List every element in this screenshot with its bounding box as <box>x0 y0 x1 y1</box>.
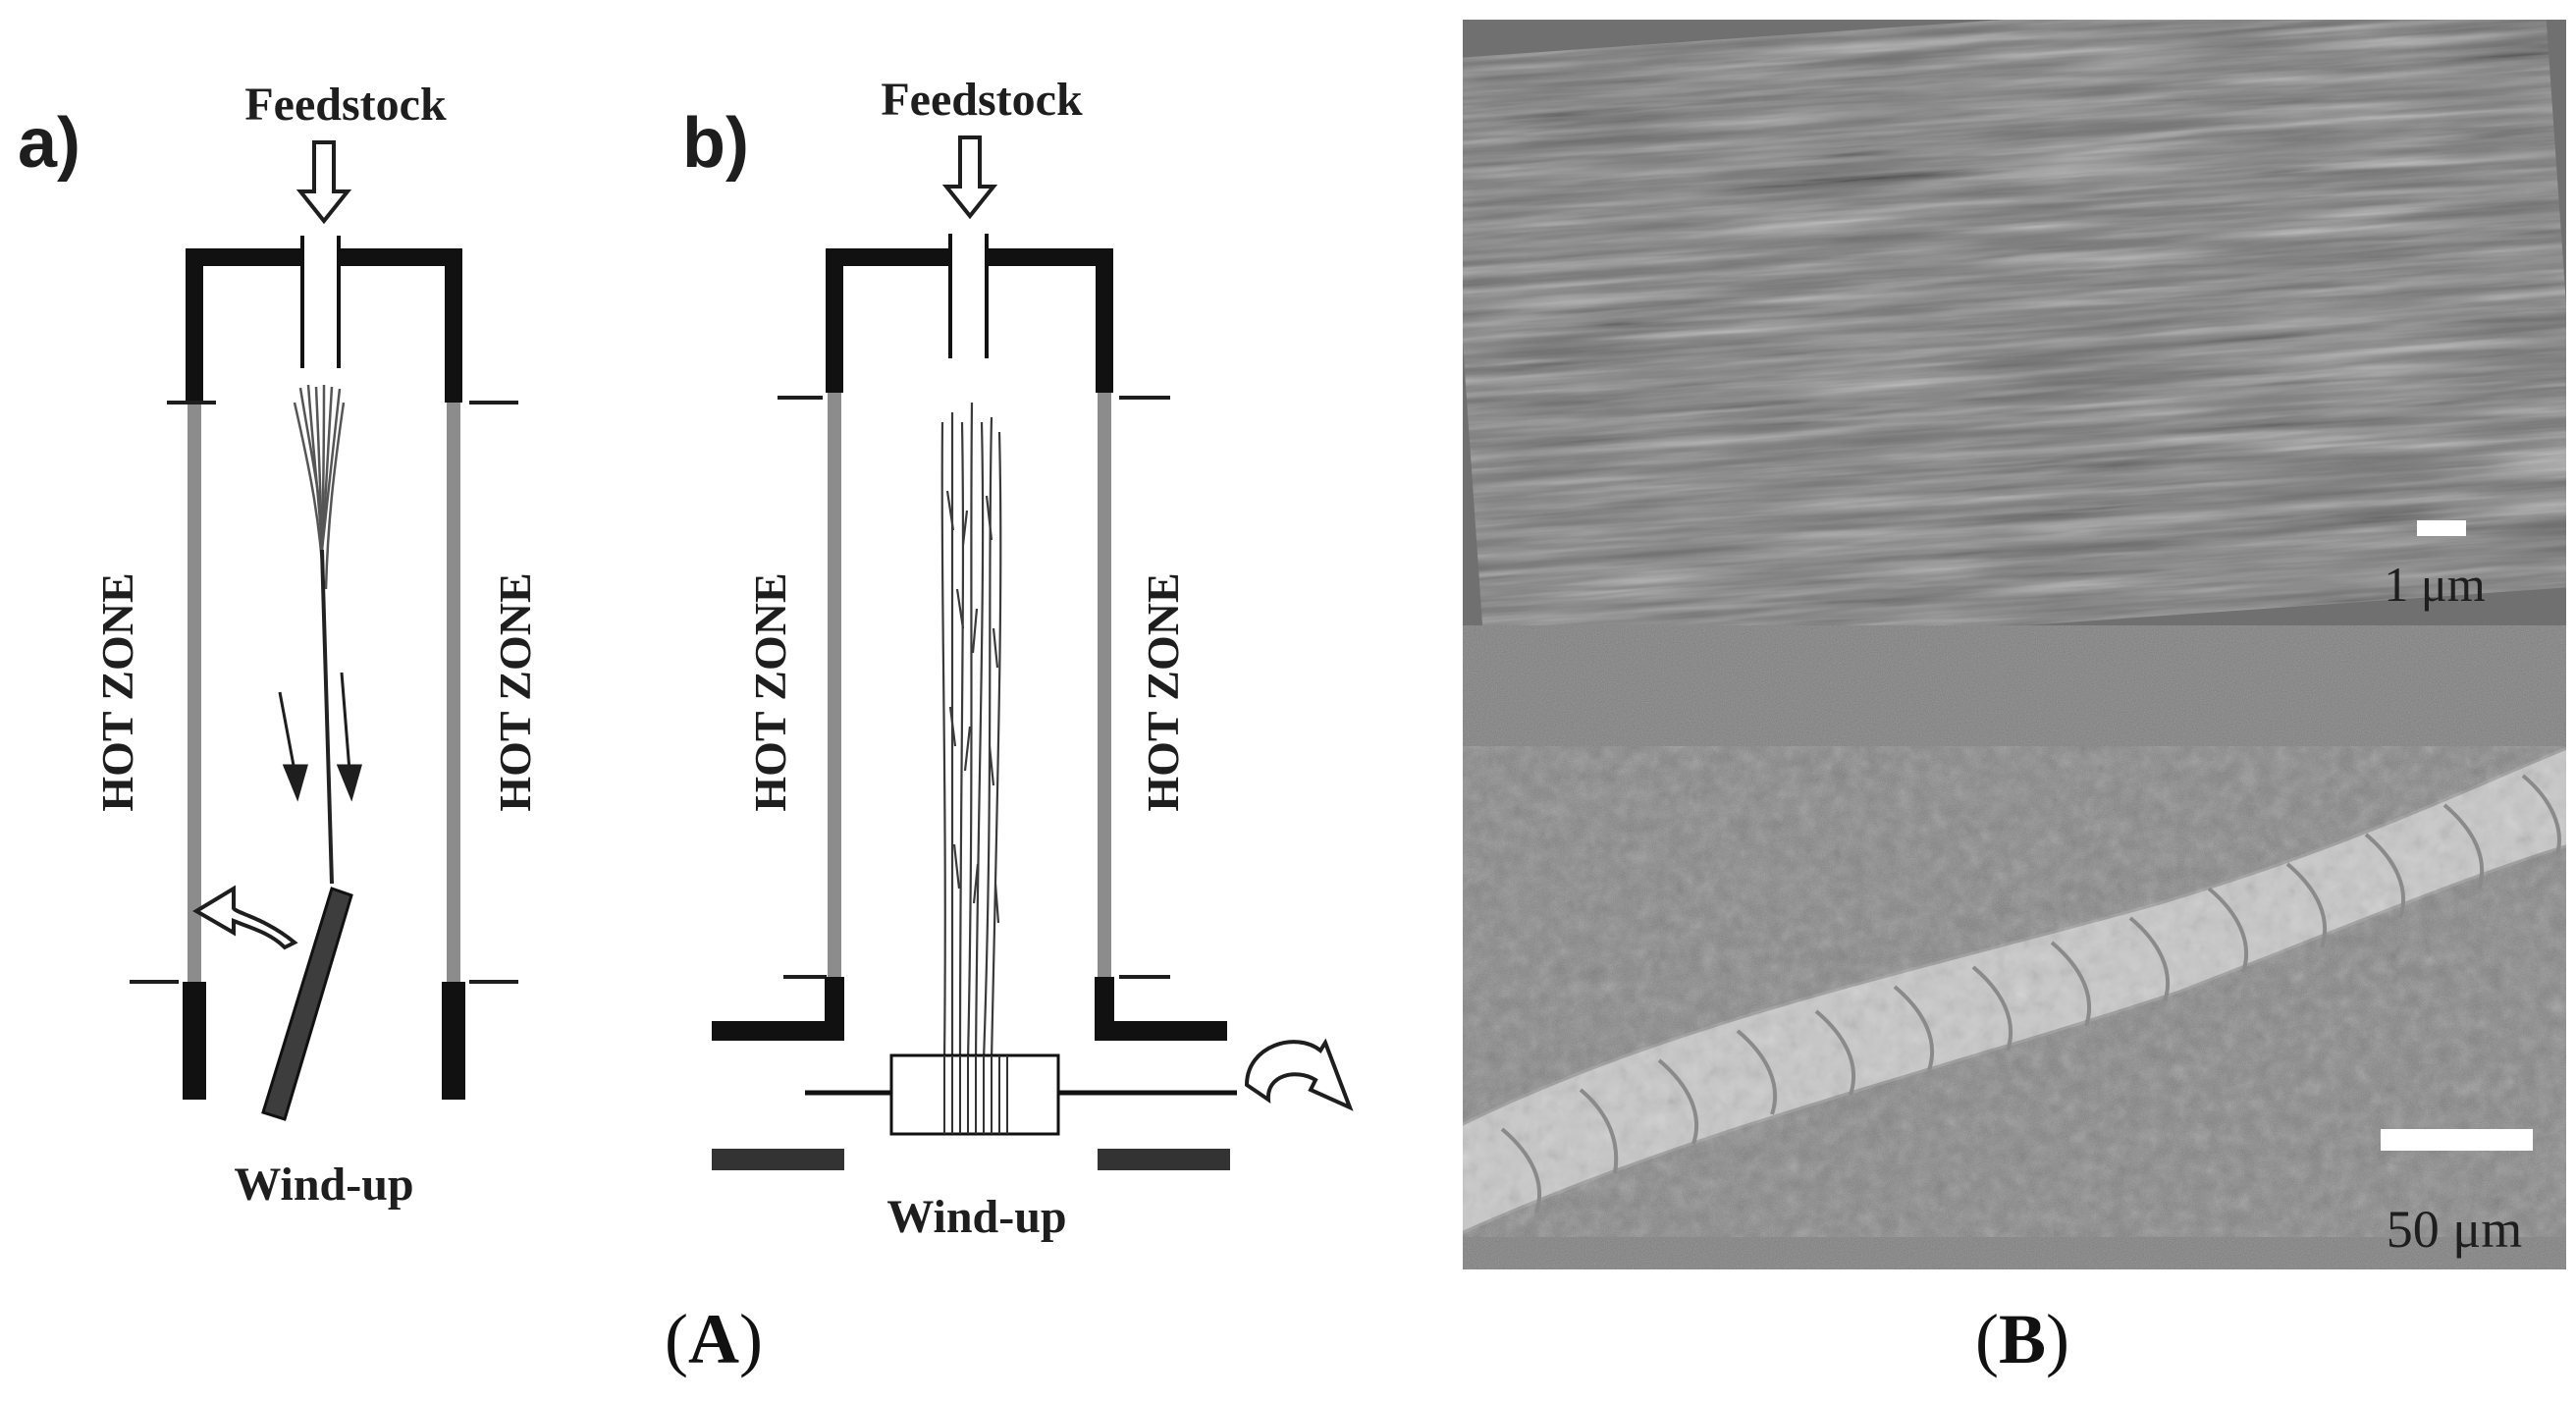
diagram-b-tag: b) <box>682 104 749 183</box>
diagram-a-reactor-top-wall-right <box>339 248 462 403</box>
sem-scale-bar-bottom <box>2381 1129 2533 1151</box>
diagram-a-wound-fiber <box>261 887 353 1121</box>
sem-scale-label-bottom: 50 μm <box>2387 1200 2522 1259</box>
diagram-a-hot-zone-left-label: HOT ZONE <box>92 572 142 811</box>
diagram-b-wind-up-label: Wind-up <box>886 1191 1066 1243</box>
diagram-a-cnt-aerogel <box>293 384 346 590</box>
diagram-a-flow-arrow-icon <box>278 672 362 802</box>
diagram-b-bottom-wall-left <box>712 977 844 1041</box>
diagram-b-reactor-top-wall-right <box>987 248 1113 393</box>
diagram-b-hot-zone-left-label: HOT ZONE <box>745 572 795 811</box>
diagram-b-hot-zone-wall-right <box>1098 393 1111 977</box>
caption-b: (B) <box>1975 1300 2069 1378</box>
diagram-b-outlet-plate-left <box>712 1149 844 1170</box>
diagram-b-cnt-sock <box>940 402 1002 1061</box>
diagram-a-rotation-arrow-icon <box>192 885 298 950</box>
diagram-b-feed-arrow-icon <box>941 135 998 220</box>
diagram-a-tag: a) <box>18 104 80 183</box>
sem-bottom-twisted-yarn <box>1463 625 2566 1269</box>
diagram-a-reactor-top-wall <box>186 248 302 403</box>
diagram-b-feedstock-label: Feedstock <box>881 74 1083 126</box>
diagram-b-rotation-arrow-icon <box>1244 1038 1354 1111</box>
caption-b-text: (B) <box>1975 1300 2069 1378</box>
diagram-b: b) Feedstock HOT ZONE HOT ZONE <box>682 74 1354 1243</box>
diagram-a-fiber-strand <box>320 549 334 885</box>
diagram-a-hot-zone-right-label: HOT ZONE <box>490 572 540 811</box>
sem-top-aligned-fibers <box>1463 20 2566 625</box>
diagram-a-hot-zone-wall-left <box>188 403 201 982</box>
diagram-b-spool-fibers <box>943 1055 1008 1134</box>
diagram-a-feedstock-label: Feedstock <box>244 79 447 131</box>
diagram-b-bottom-wall-right <box>1095 977 1227 1041</box>
diagram-b-hot-zone-wall-left <box>828 393 841 977</box>
sem-scale-label-top: 1 μm <box>2384 557 2485 612</box>
diagram-a-wind-up-label: Wind-up <box>234 1159 413 1211</box>
diagram-b-hot-zone-right-label: HOT ZONE <box>1138 572 1188 811</box>
sem-scale-bar-top <box>2417 520 2466 536</box>
diagram-b-outlet-plate-right <box>1098 1149 1230 1170</box>
diagram-a-hot-zone-wall-right <box>447 403 460 982</box>
diagram-a-feed-arrow-icon <box>295 140 352 225</box>
diagram-b-reactor-top-wall <box>826 248 950 393</box>
diagram-a-bottom-wall-left <box>183 982 206 1100</box>
sem-micrograph: 1 μm 50 μm <box>1463 20 2566 1269</box>
diagram-a: a) Feedstock HOT ZONE HOT ZONE <box>18 79 540 1211</box>
diagram-a-bottom-wall-right <box>442 982 465 1100</box>
caption-a-text: (A) <box>665 1300 763 1378</box>
caption-a: (A) <box>665 1300 763 1378</box>
sem-yarn-twist <box>1500 774 2561 1213</box>
